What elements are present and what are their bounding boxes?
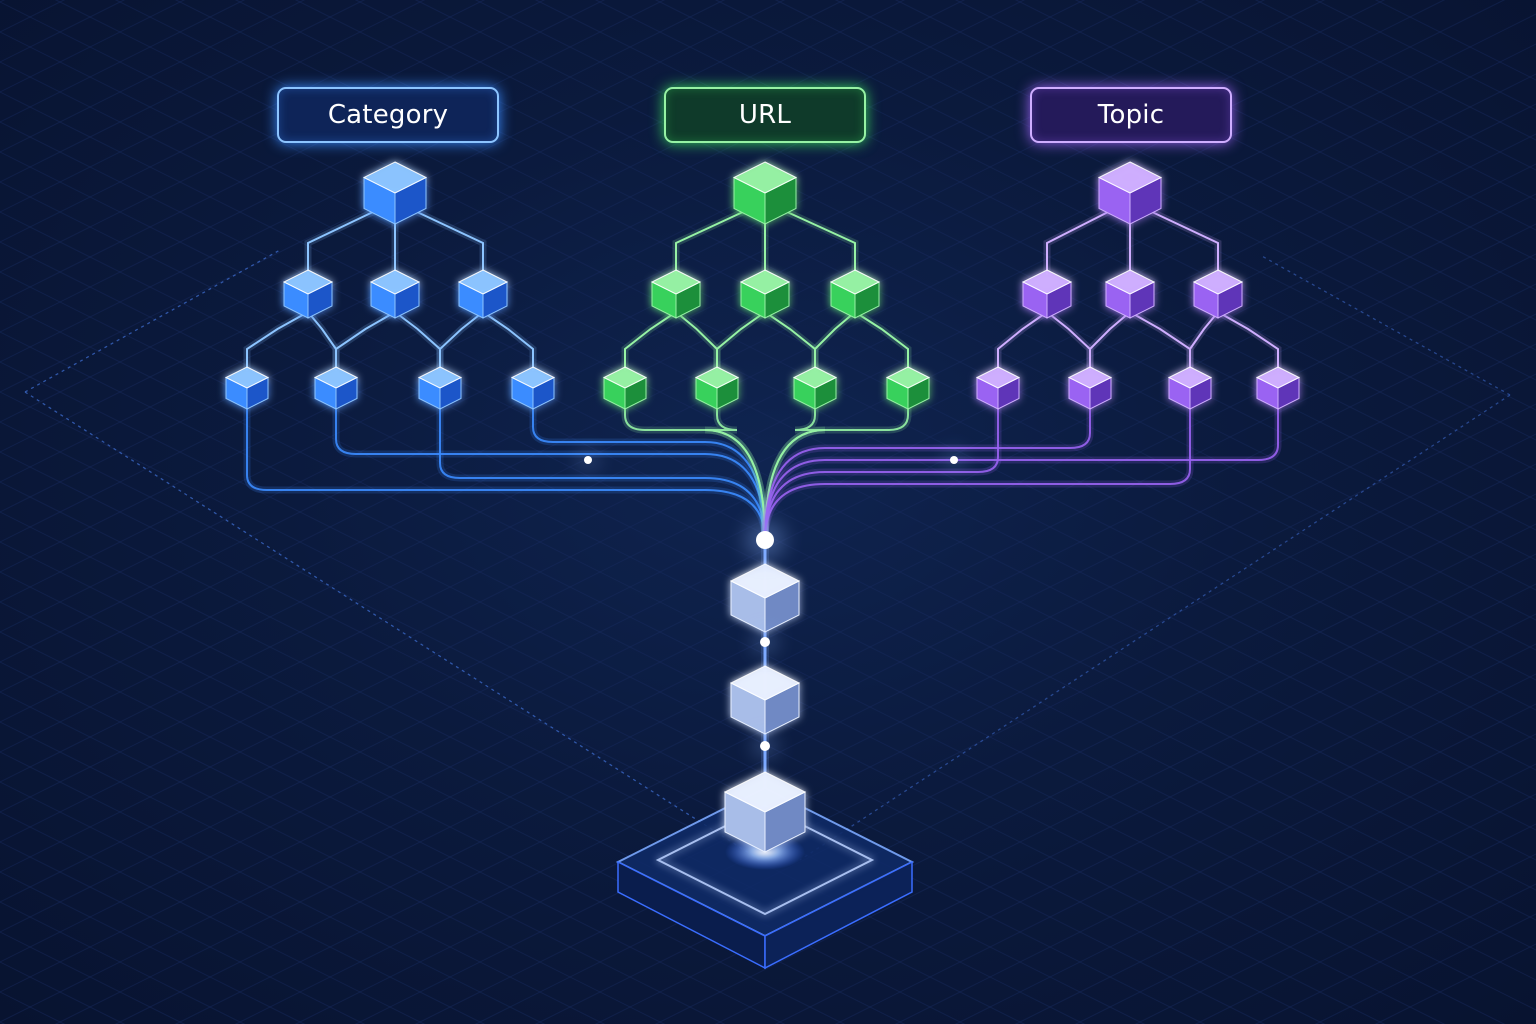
category-child-node-0 <box>282 269 334 319</box>
topic-merge-link-2 <box>764 405 1191 541</box>
url-child-node-0 <box>650 269 702 319</box>
url-leaf-node-3 <box>885 366 931 410</box>
url-leaf-node-2 <box>792 366 838 410</box>
topic-merge-link-1 <box>764 405 1091 541</box>
junction-dot-0 <box>756 531 774 549</box>
trunk-node-base <box>723 771 807 853</box>
url-root-link-2 <box>784 210 856 275</box>
url-label: URL <box>738 100 792 130</box>
url-root-node <box>732 161 798 225</box>
url-merge-link-1 <box>704 405 766 541</box>
url-mid-link-2 <box>716 311 766 371</box>
url-leaf-node-0 <box>602 366 648 410</box>
category-mid-link-0 <box>246 311 309 371</box>
connection-lines <box>243 207 1282 824</box>
trunk-node-middle <box>729 665 801 735</box>
category-merge-link-2 <box>439 405 766 541</box>
category-label: Category <box>327 100 449 130</box>
junction-dot-2 <box>760 741 770 751</box>
category-merge-link-1 <box>335 405 766 541</box>
category-leaf-node-1 <box>313 366 359 410</box>
junction-dot-3 <box>584 456 592 464</box>
junction-dot-1 <box>760 637 770 647</box>
topic-root-node <box>1097 161 1163 225</box>
url-leaf-node-1 <box>694 366 740 410</box>
category-merge-link-3 <box>532 405 766 541</box>
topic-leaf-node-2 <box>1167 366 1213 410</box>
category-label-box: Category <box>277 87 499 143</box>
url-child-node-2 <box>829 269 881 319</box>
base-platform <box>615 786 915 970</box>
url-mid-link-0 <box>624 311 677 371</box>
url-mid-link-4 <box>814 311 856 371</box>
url-merge-link-3 <box>764 405 909 541</box>
category-root-link-0 <box>307 210 376 275</box>
category-root-node <box>362 161 428 225</box>
cube-nodes <box>224 161 1301 970</box>
category-leaf-node-0 <box>224 366 270 410</box>
topic-child-node-0 <box>1021 269 1073 319</box>
url-label-box: URL <box>664 87 866 143</box>
topic-leaf-node-1 <box>1067 366 1113 410</box>
url-child-node-1 <box>739 269 791 319</box>
topic-mid-link-2 <box>1089 311 1131 371</box>
junction-dot-4 <box>950 456 958 464</box>
topic-leaf-node-3 <box>1255 366 1301 410</box>
url-root-link-0 <box>675 210 746 275</box>
topic-mid-link-0 <box>997 311 1048 371</box>
category-leaf-node-2 <box>417 366 463 410</box>
topic-child-node-2 <box>1192 269 1244 319</box>
category-mid-link-2 <box>335 311 396 371</box>
category-child-node-1 <box>369 269 421 319</box>
topic-child-node-1 <box>1104 269 1156 319</box>
category-mid-link-4 <box>439 311 484 371</box>
category-child-node-2 <box>457 269 509 319</box>
topic-label-box: Topic <box>1030 87 1232 143</box>
category-leaf-node-3 <box>510 366 556 410</box>
topic-merge-link-0 <box>764 405 999 541</box>
topic-merge-link-3 <box>764 405 1279 541</box>
topic-label: Topic <box>1097 100 1165 130</box>
topic-leaf-node-0 <box>975 366 1021 410</box>
url-mid-link-5 <box>854 311 909 371</box>
category-root-link-2 <box>414 210 484 275</box>
topic-mid-link-4 <box>1189 311 1219 371</box>
category-mid-link-5 <box>482 311 534 371</box>
topic-root-link-2 <box>1149 210 1219 275</box>
topic-mid-link-5 <box>1217 311 1279 371</box>
category-merge-link-0 <box>246 405 766 541</box>
topic-root-link-0 <box>1046 210 1111 275</box>
